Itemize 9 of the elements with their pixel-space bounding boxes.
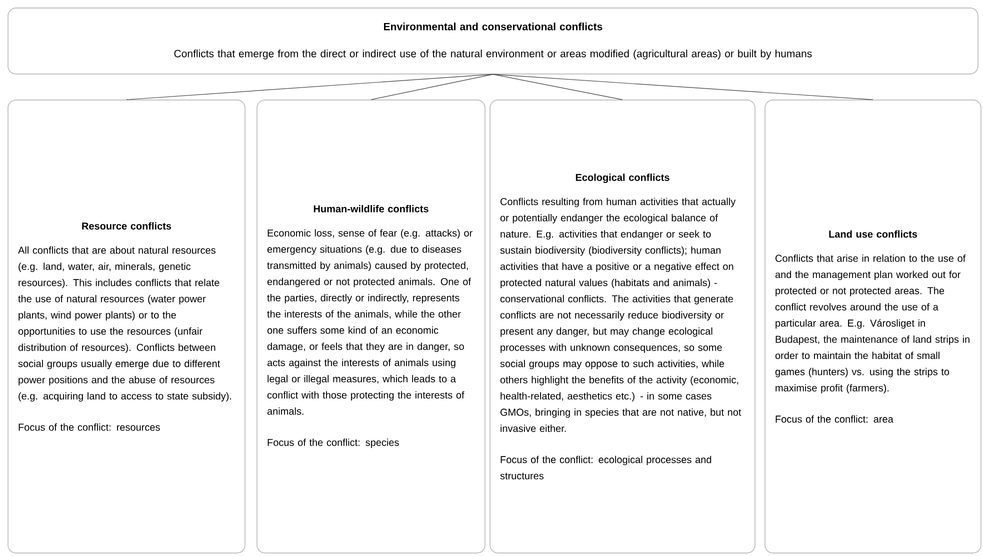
connector-line (126, 74, 494, 100)
connector-line (492, 74, 623, 100)
category-box: Human-wildlife conflicts Economic loss, sense of fear (e.g. attacks) or emergency situations (e.g. due to diseases transmitted by animals) caused by protected, endangered or not protected animals. One of the parties, directly or indirectly, represents the interests of the animals, while the other one suffers some kind of an economic damage, or feels that they are in danger, so acts against the interests of animals using legal or illegal measures, which leads to a conflict with those protecting the interests of animals. Focus of the conflict: species (256, 100, 486, 554)
category-box: Land use conflicts Conflicts that arise in relation to the use of and the management plan worked out for protected or not protected areas. The conflict revolves around the use of a particular area. E.g. Városliget in Budapest, the maintenance of land strips in order to maintain the habitat of small games (hunters) vs. using the strips to maximise profit (farmers). Focus of the conflict: area (764, 100, 982, 554)
category-box: Resource conflicts All conflicts that are about natural resources (e.g. land, water, air, minerals, genetic resources). This includes conflicts that relate the use of natural resources (water power plants, wind power plants) or to the opportunities to use the resources (unfair distribution of resources). Conflicts between social groups usually emerge due to different power positions and the abuse of resources (e.g. acquiring land to access to state subsidy). Focus of the conflict: resources (8, 100, 246, 554)
connector-line (492, 74, 874, 100)
header-box: Environmental and conservational conflicts Conflicts that emerge from the direct or indirect use of the natural environment or areas modified (agricultural areas) or built by humans (8, 8, 978, 74)
category-box: Ecological conflicts Conflicts resulting from human activities that actually or potentially endanger the ecological balance of nature. E.g. activities that endanger or seek to sustain biodiversity (biodiversity conflicts); human activities that have a positive or a negative effect on protected natural values (habitats and animals) - conservational conflicts. The activities that generate conflicts are not necessarily reduce biodiversity or present any danger, but may change ecological processes with unknown consequences, so some social groups may oppose to such activities, while others highlight the benefits of the activity (economic, health-related, aesthetics etc.) - in some cases GMOs, bringing in species that are not native, but not invasive either. Focus of the conflict: ecological processes and structures (490, 100, 756, 554)
connector-line (370, 74, 494, 100)
